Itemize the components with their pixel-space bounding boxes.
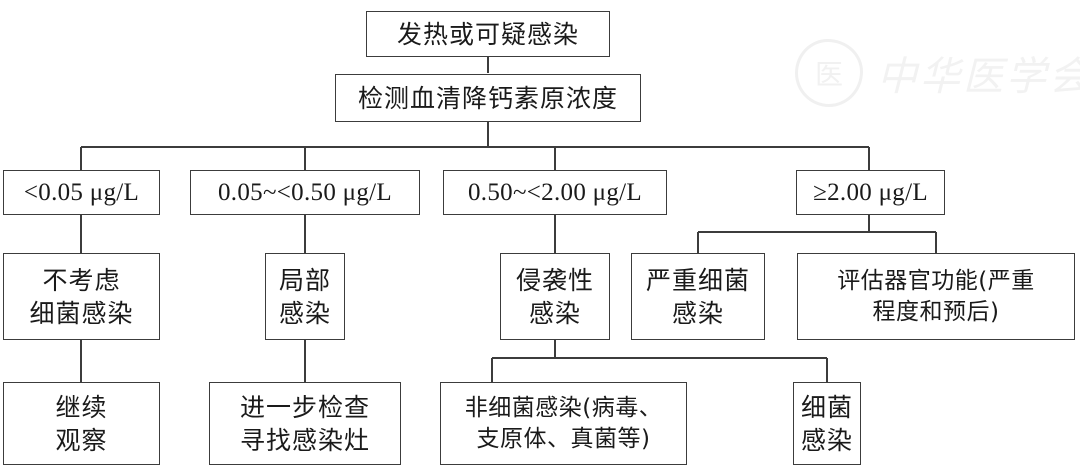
node-bacterial-infection[interactable]: 细菌 感染 [793, 382, 861, 465]
node-start-label: 发热或可疑感染 [396, 19, 579, 49]
node-local-infection-label: 局部 感染 [278, 265, 331, 328]
node-severe-bacterial-infection-label: 严重细菌 感染 [645, 265, 750, 328]
node-range-lt005-label: <0.05 μg/L [23, 179, 140, 206]
node-range-005-050[interactable]: 0.05~<0.50 μg/L [190, 170, 420, 215]
node-non-bacterial-infection-label: 非细菌感染(病毒、 支原体、真菌等) [464, 395, 663, 452]
node-range-ge200[interactable]: ≥2.00 μg/L [796, 170, 945, 215]
watermark-text: 中华医学会 [877, 54, 1080, 100]
node-start[interactable]: 发热或可疑感染 [366, 11, 610, 57]
node-no-bacterial-infection[interactable]: 不考虑 细菌感染 [3, 253, 160, 340]
node-further-exam[interactable]: 进一步检查 寻找感染灶 [209, 382, 401, 465]
node-range-lt005[interactable]: <0.05 μg/L [3, 170, 160, 215]
node-test-pct[interactable]: 检测血清降钙素原浓度 [335, 74, 641, 122]
node-continue-observation[interactable]: 继续 观察 [3, 382, 160, 465]
watermark: 医 中华医学会 [795, 38, 1080, 108]
node-severe-bacterial-infection[interactable]: 严重细菌 感染 [631, 253, 765, 340]
node-bacterial-infection-label: 细菌 感染 [800, 392, 853, 455]
node-assess-organ-function-label: 评估器官功能(严重 程度和预后) [837, 268, 1035, 325]
watermark-emblem-icon: 医 [795, 39, 863, 107]
node-further-exam-label: 进一步检查 寻找感染灶 [239, 392, 370, 455]
node-no-bacterial-infection-label: 不考虑 细菌感染 [29, 265, 134, 328]
node-range-050-200[interactable]: 0.50~<2.00 μg/L [443, 170, 667, 215]
node-non-bacterial-infection[interactable]: 非细菌感染(病毒、 支原体、真菌等) [440, 382, 687, 465]
node-range-ge200-label: ≥2.00 μg/L [813, 179, 928, 206]
node-range-005-050-label: 0.05~<0.50 μg/L [218, 179, 392, 206]
node-continue-observation-label: 继续 观察 [55, 392, 108, 455]
node-invasive-infection[interactable]: 侵袭性 感染 [500, 253, 610, 340]
node-invasive-infection-label: 侵袭性 感染 [515, 265, 594, 328]
node-local-infection[interactable]: 局部 感染 [265, 253, 345, 340]
node-assess-organ-function[interactable]: 评估器官功能(严重 程度和预后) [797, 253, 1075, 340]
node-test-pct-label: 检测血清降钙素原浓度 [357, 83, 618, 113]
node-range-050-200-label: 0.50~<2.00 μg/L [468, 179, 642, 206]
